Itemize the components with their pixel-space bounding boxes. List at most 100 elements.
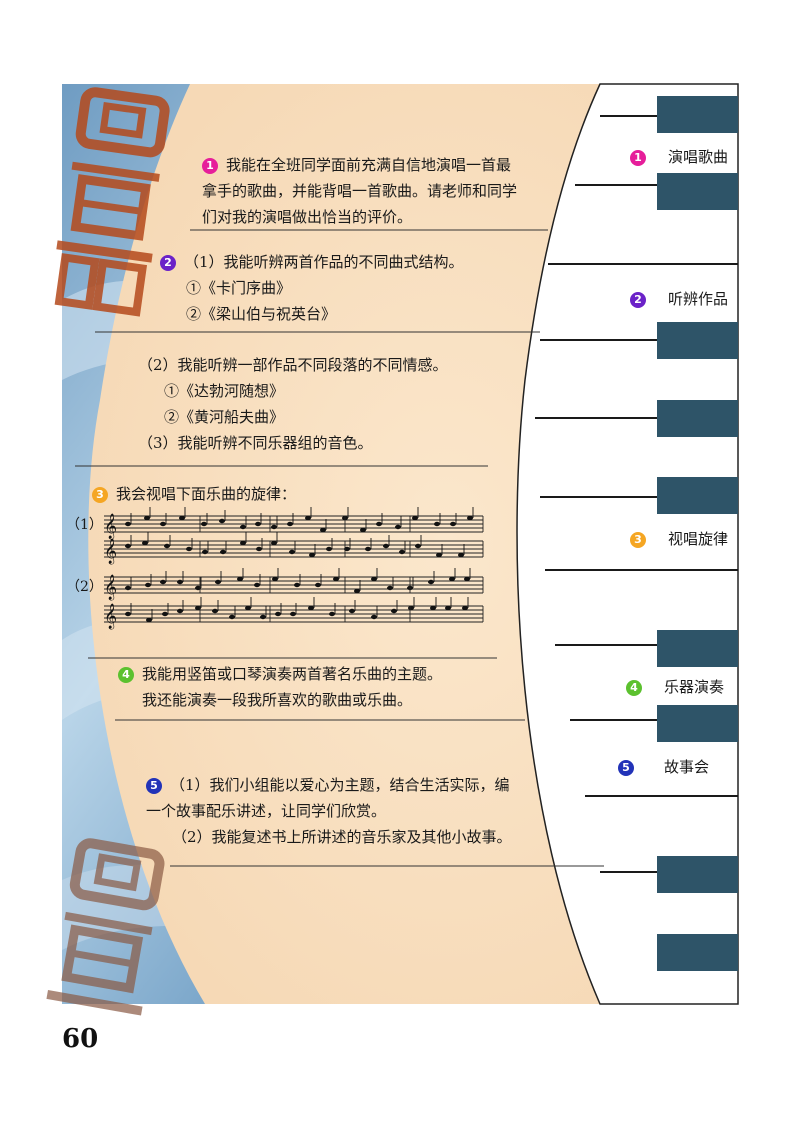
note-head [240,540,246,546]
marker-4-small-icon: 4 [626,680,642,696]
note-head [360,527,366,533]
note-head [395,524,401,530]
marker-5-small-icon: 5 [618,760,634,776]
note-head [146,617,152,623]
note-head [376,521,382,527]
note-head [305,515,311,521]
note-head [365,546,371,552]
note-head [344,546,350,552]
note-head [371,614,377,620]
note-head [326,546,332,552]
note-head [308,605,314,611]
note-head [125,585,131,591]
marker-3-small-icon: 3 [630,532,646,548]
note-head [349,608,355,614]
note-head [144,515,150,521]
note-head [240,524,246,530]
note-head [464,576,470,582]
note-head [290,611,296,617]
dark-key [657,856,738,893]
echo-wall-logo-top [54,87,170,317]
note-head [320,527,326,533]
note-head [428,579,434,585]
note-head [219,518,225,524]
marker-1-small-icon: 1 [630,150,646,166]
note-head [160,579,166,585]
treble-clef-icon: 𝄞 [104,603,117,629]
note-head [177,608,183,614]
note-head [309,552,315,558]
note-head [195,585,201,591]
note-head [434,521,440,527]
note-head [391,608,397,614]
note-head [387,585,393,591]
marker-2-icon: 2 [160,255,176,271]
note-head [125,543,131,549]
item-5-text: 5（1）我们小组能以爱心为主题，结合生活实际，编 一个故事配乐讲述，让同学们欣赏… [146,776,512,846]
note-head [260,614,266,620]
note-head [272,576,278,582]
note-head [164,543,170,549]
marker-2-small-icon: 2 [630,292,646,308]
note-head [294,582,300,588]
marker-3-icon: 3 [92,487,108,503]
treble-clef-icon: 𝄞 [104,538,117,564]
item-2b-text: （2）我能听辨一部作品不同段落的不同情感。 ①《达勃河随想》 ②《黄河船夫曲》 … [138,356,448,452]
note-head [287,521,293,527]
note-head [229,614,235,620]
marker-5-icon: 5 [146,778,162,794]
note-head [162,611,168,617]
note-head [436,552,442,558]
note-head [220,549,226,555]
piano-dark-keys [657,96,738,971]
note-head [271,540,277,546]
note-head [430,605,436,611]
note-head [271,524,277,530]
note-head [458,552,464,558]
marker-1-icon: 1 [202,158,218,174]
dark-key [657,630,738,667]
note-head [383,543,389,549]
treble-clef-icon: 𝄞 [104,513,117,539]
note-head [450,521,456,527]
treble-clef-icon: 𝄞 [104,574,117,600]
note-head [415,543,421,549]
dark-key [657,934,738,971]
note-head [202,549,208,555]
note-head [145,582,151,588]
note-head [186,546,192,552]
note-head [256,546,262,552]
note-head [125,521,131,527]
note-head [245,605,251,611]
echo-wall-logo-bottom [46,838,165,1016]
melody-label-2: （2） [66,579,103,595]
note-head [412,515,418,521]
note-head [255,521,261,527]
note-head [212,608,218,614]
note-head [329,611,335,617]
note-head [371,576,377,582]
separator-rules [75,229,604,867]
note-head [408,605,414,611]
note-head [160,521,166,527]
melody-notes: 𝄞𝄞𝄞𝄞 [104,507,474,629]
note-head [449,576,455,582]
item-2-text: 2（1）我能听辨两首作品的不同曲式结构。 ①《卡门序曲》 ②《梁山伯与祝英台》 [160,249,464,327]
dark-key [657,705,738,742]
note-head [333,576,339,582]
note-head [289,549,295,555]
note-head [315,582,321,588]
dark-key [657,96,738,133]
piano-key-area [516,83,739,1005]
marker-4-icon: 4 [118,667,134,683]
dark-key [657,477,738,514]
